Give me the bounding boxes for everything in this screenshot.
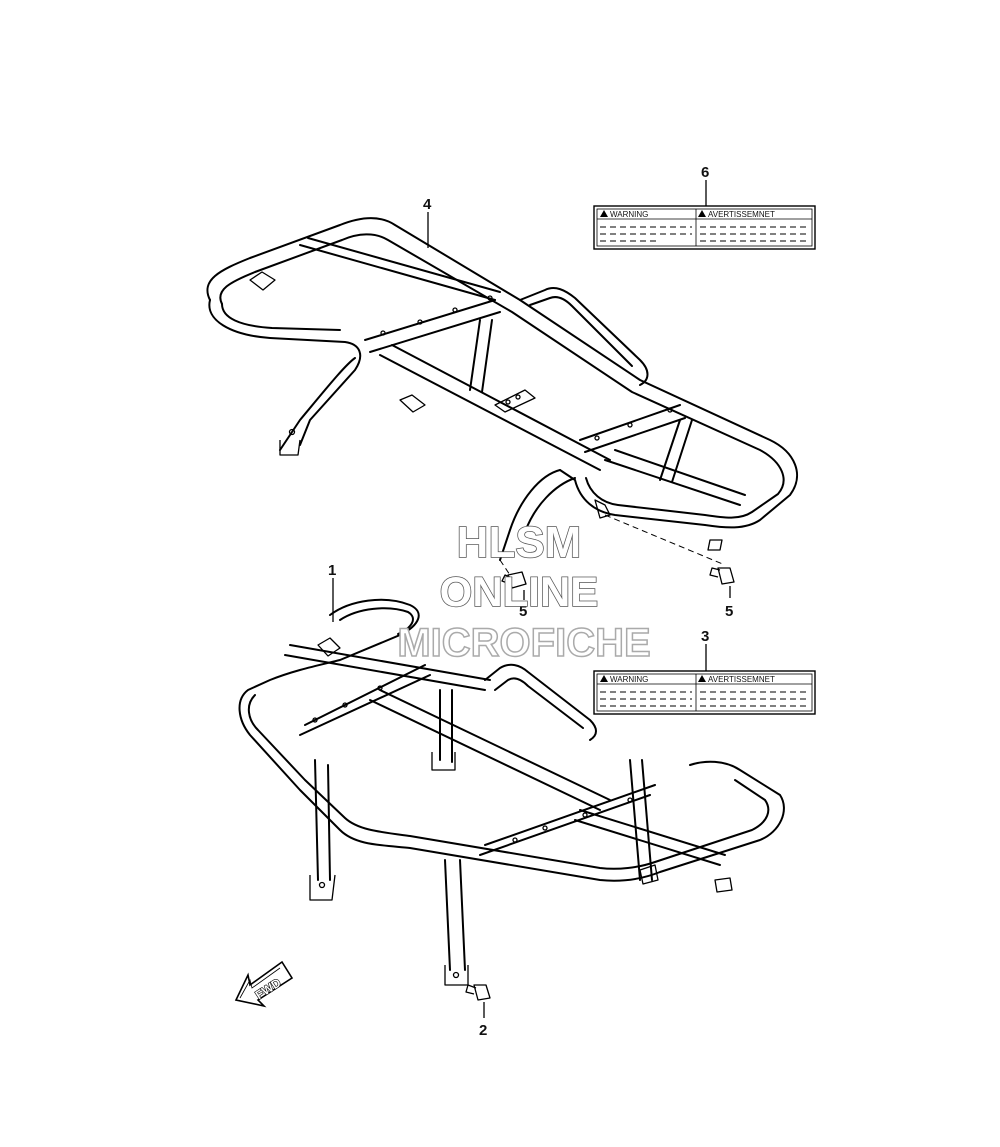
warning-triangle-icon <box>698 675 706 682</box>
callout-5-left[interactable]: 5 <box>519 603 527 620</box>
label-warning-text: WARNING <box>610 210 648 219</box>
label-avertissement-text: AVERTISSEMNET <box>708 210 775 219</box>
front-carrier-lower[interactable] <box>238 598 785 986</box>
warning-label-lower[interactable]: WARNING AVERTISSEMNET <box>593 670 816 715</box>
watermark-line3: MICROFICHE <box>397 621 650 665</box>
watermark-line2: ONLINE <box>440 568 599 615</box>
fwd-arrow-icon: FWD <box>234 960 294 1008</box>
warning-triangle-icon <box>600 210 608 217</box>
callout-5-right[interactable]: 5 <box>725 603 733 620</box>
callout-4[interactable]: 4 <box>423 196 432 213</box>
callout-2[interactable]: 2 <box>479 1022 487 1039</box>
callout-3[interactable]: 3 <box>701 628 709 645</box>
callout-6[interactable]: 6 <box>701 164 709 181</box>
label-avertissement-text: AVERTISSEMNET <box>708 675 775 684</box>
rear-carrier-upper[interactable] <box>206 217 799 576</box>
bolt-icon[interactable] <box>501 571 527 589</box>
warning-label-upper[interactable]: WARNING AVERTISSEMNET <box>593 205 816 250</box>
callout-1[interactable]: 1 <box>328 562 336 579</box>
warning-triangle-icon <box>600 675 608 682</box>
warning-triangle-icon <box>698 210 706 217</box>
bolt-icon[interactable] <box>465 984 491 1001</box>
watermark-line1: HLSM <box>457 518 582 567</box>
watermark: HLSM ONLINE MICROFICHE <box>397 517 652 666</box>
label-warning-text: WARNING <box>610 675 648 684</box>
bolt-icon[interactable] <box>709 567 735 585</box>
